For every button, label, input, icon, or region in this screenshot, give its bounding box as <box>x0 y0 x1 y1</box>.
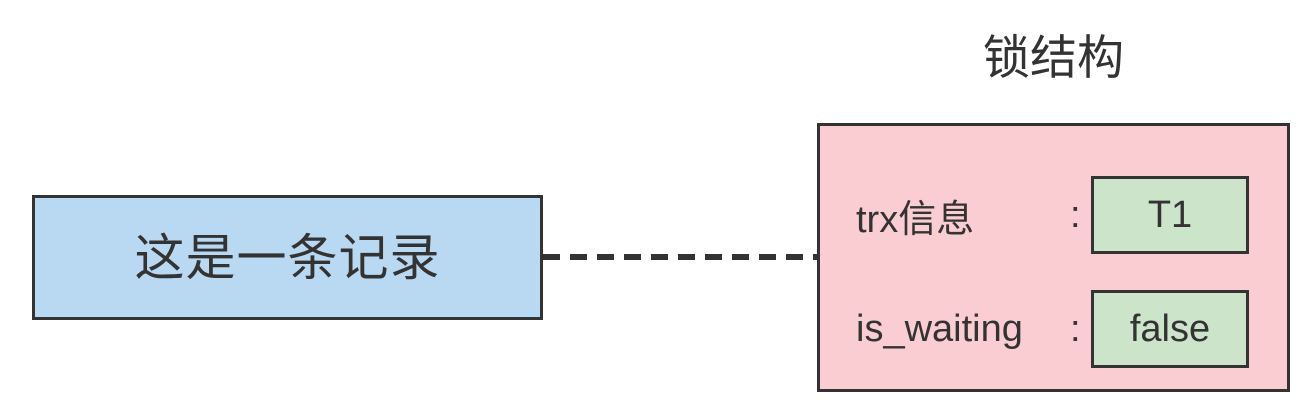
lock-field-row-trx: trx信息 : T1 <box>856 176 1249 254</box>
lock-structure-title: 锁结构 <box>983 31 1124 84</box>
dashed-connector-line <box>543 254 817 260</box>
field-separator-colon: : <box>1070 307 1081 350</box>
lock-structure-box: trx信息 : T1 is_waiting : false <box>817 123 1290 392</box>
record-box-label: 这是一条记录 <box>134 229 441 286</box>
field-separator-colon: : <box>1070 193 1081 236</box>
field-label-trx-info: trx信息 <box>856 198 975 241</box>
record-box: 这是一条记录 <box>32 195 543 320</box>
field-label-is-waiting: is_waiting <box>856 307 1023 350</box>
field-value-is-waiting: false <box>1091 290 1249 368</box>
lock-field-row-is-waiting: is_waiting : false <box>856 290 1249 368</box>
field-value-trx-info: T1 <box>1091 176 1249 254</box>
